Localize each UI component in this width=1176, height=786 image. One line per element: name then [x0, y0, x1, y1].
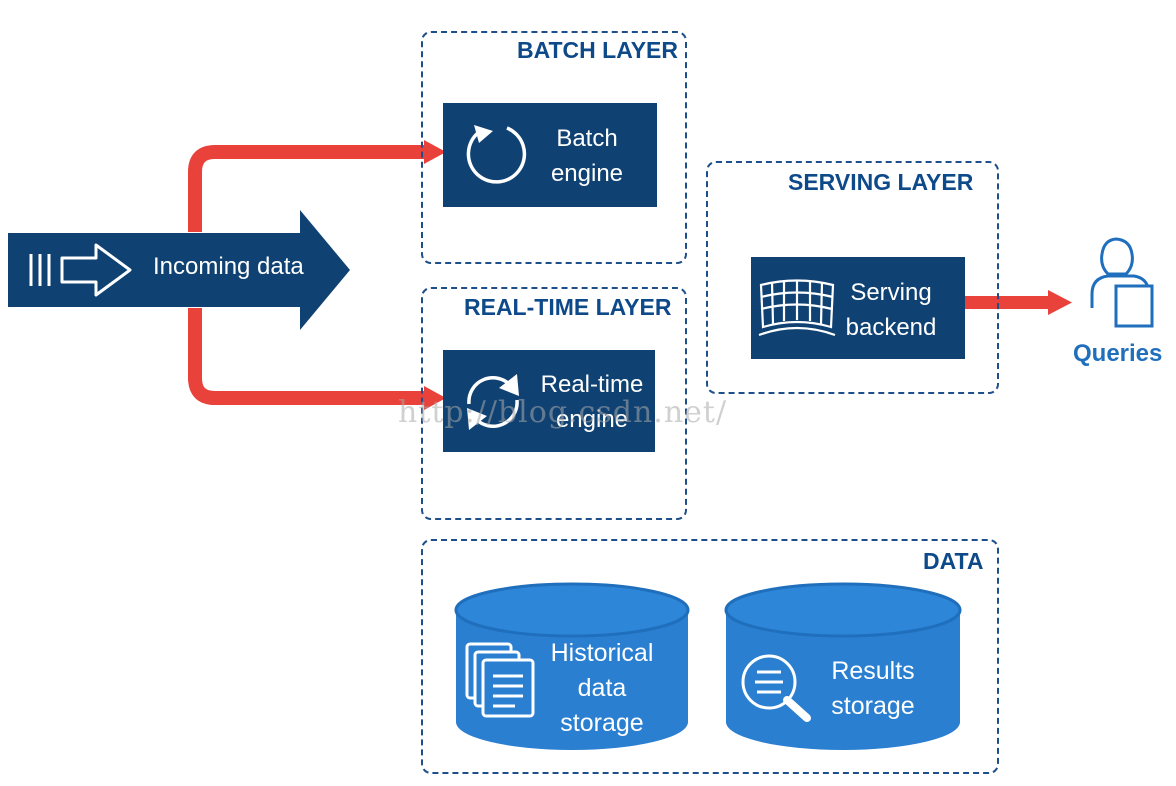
historical-data-storage-label: Historical data storage — [550, 639, 654, 737]
documents-icon — [465, 642, 535, 718]
batch-engine-label: Batch engine — [550, 125, 624, 187]
arrowhead-realtime — [424, 386, 446, 410]
arrow-to-queries — [964, 296, 1056, 309]
arrow-to-realtime-engine — [188, 308, 428, 405]
serving-backend-label: Serving backend — [845, 279, 937, 341]
arrowhead-queries — [1048, 290, 1072, 315]
results-storage-cylinder — [724, 582, 962, 750]
realtime-sync-icon — [467, 374, 519, 430]
serving-layer-box — [706, 161, 999, 394]
data-layer-title: DATA — [923, 548, 984, 574]
data-layer-box — [421, 539, 999, 774]
watermark-text: http://blog.csdn.net/ — [398, 395, 728, 430]
realtime-engine — [443, 350, 655, 452]
serving-backend — [751, 257, 965, 359]
incoming-data-arrow — [8, 210, 350, 330]
realtime-layer-box — [421, 287, 687, 520]
arrowhead-batch — [424, 140, 446, 164]
user-query-icon — [1090, 237, 1154, 328]
historical-data-storage-cylinder — [454, 582, 690, 750]
batch-cycle-icon — [466, 125, 527, 184]
results-storage-label: Results storage — [831, 657, 915, 720]
realtime-engine-label: Real-time engine — [540, 371, 644, 433]
realtime-layer-title: REAL-TIME LAYER — [464, 294, 672, 320]
batch-layer-title: BATCH LAYER — [517, 37, 679, 63]
queries-label: Queries — [1073, 340, 1163, 367]
incoming-data-icon — [29, 243, 132, 297]
batch-layer-box — [421, 31, 687, 264]
arrow-to-batch-engine — [188, 145, 428, 232]
incoming-data-label: Incoming data — [153, 253, 304, 280]
serving-layer-title: SERVING LAYER — [788, 169, 974, 195]
batch-engine — [443, 103, 657, 207]
serving-grid-icon — [758, 279, 836, 337]
magnifier-icon — [741, 654, 811, 722]
